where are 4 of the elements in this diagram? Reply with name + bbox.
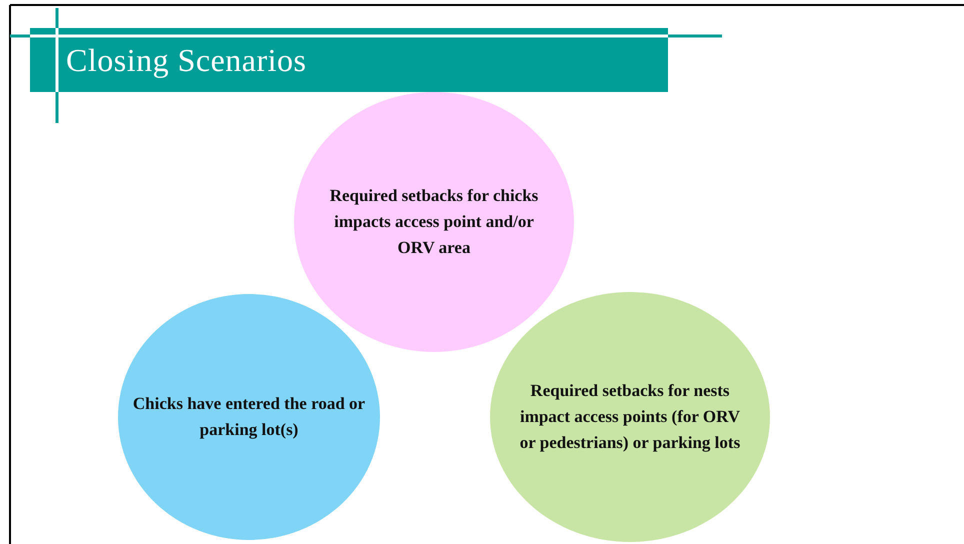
node-text: Required setbacks for nests impact access points (for ORV or pedestrians) or parking lots (518, 380, 742, 454)
node-text: Chicks have entered the road or parking lot(s) (132, 393, 366, 441)
title: Closing Scenarios (66, 42, 306, 79)
node-text: Required setbacks for chicks impacts access point and/or ORV area (328, 185, 540, 259)
